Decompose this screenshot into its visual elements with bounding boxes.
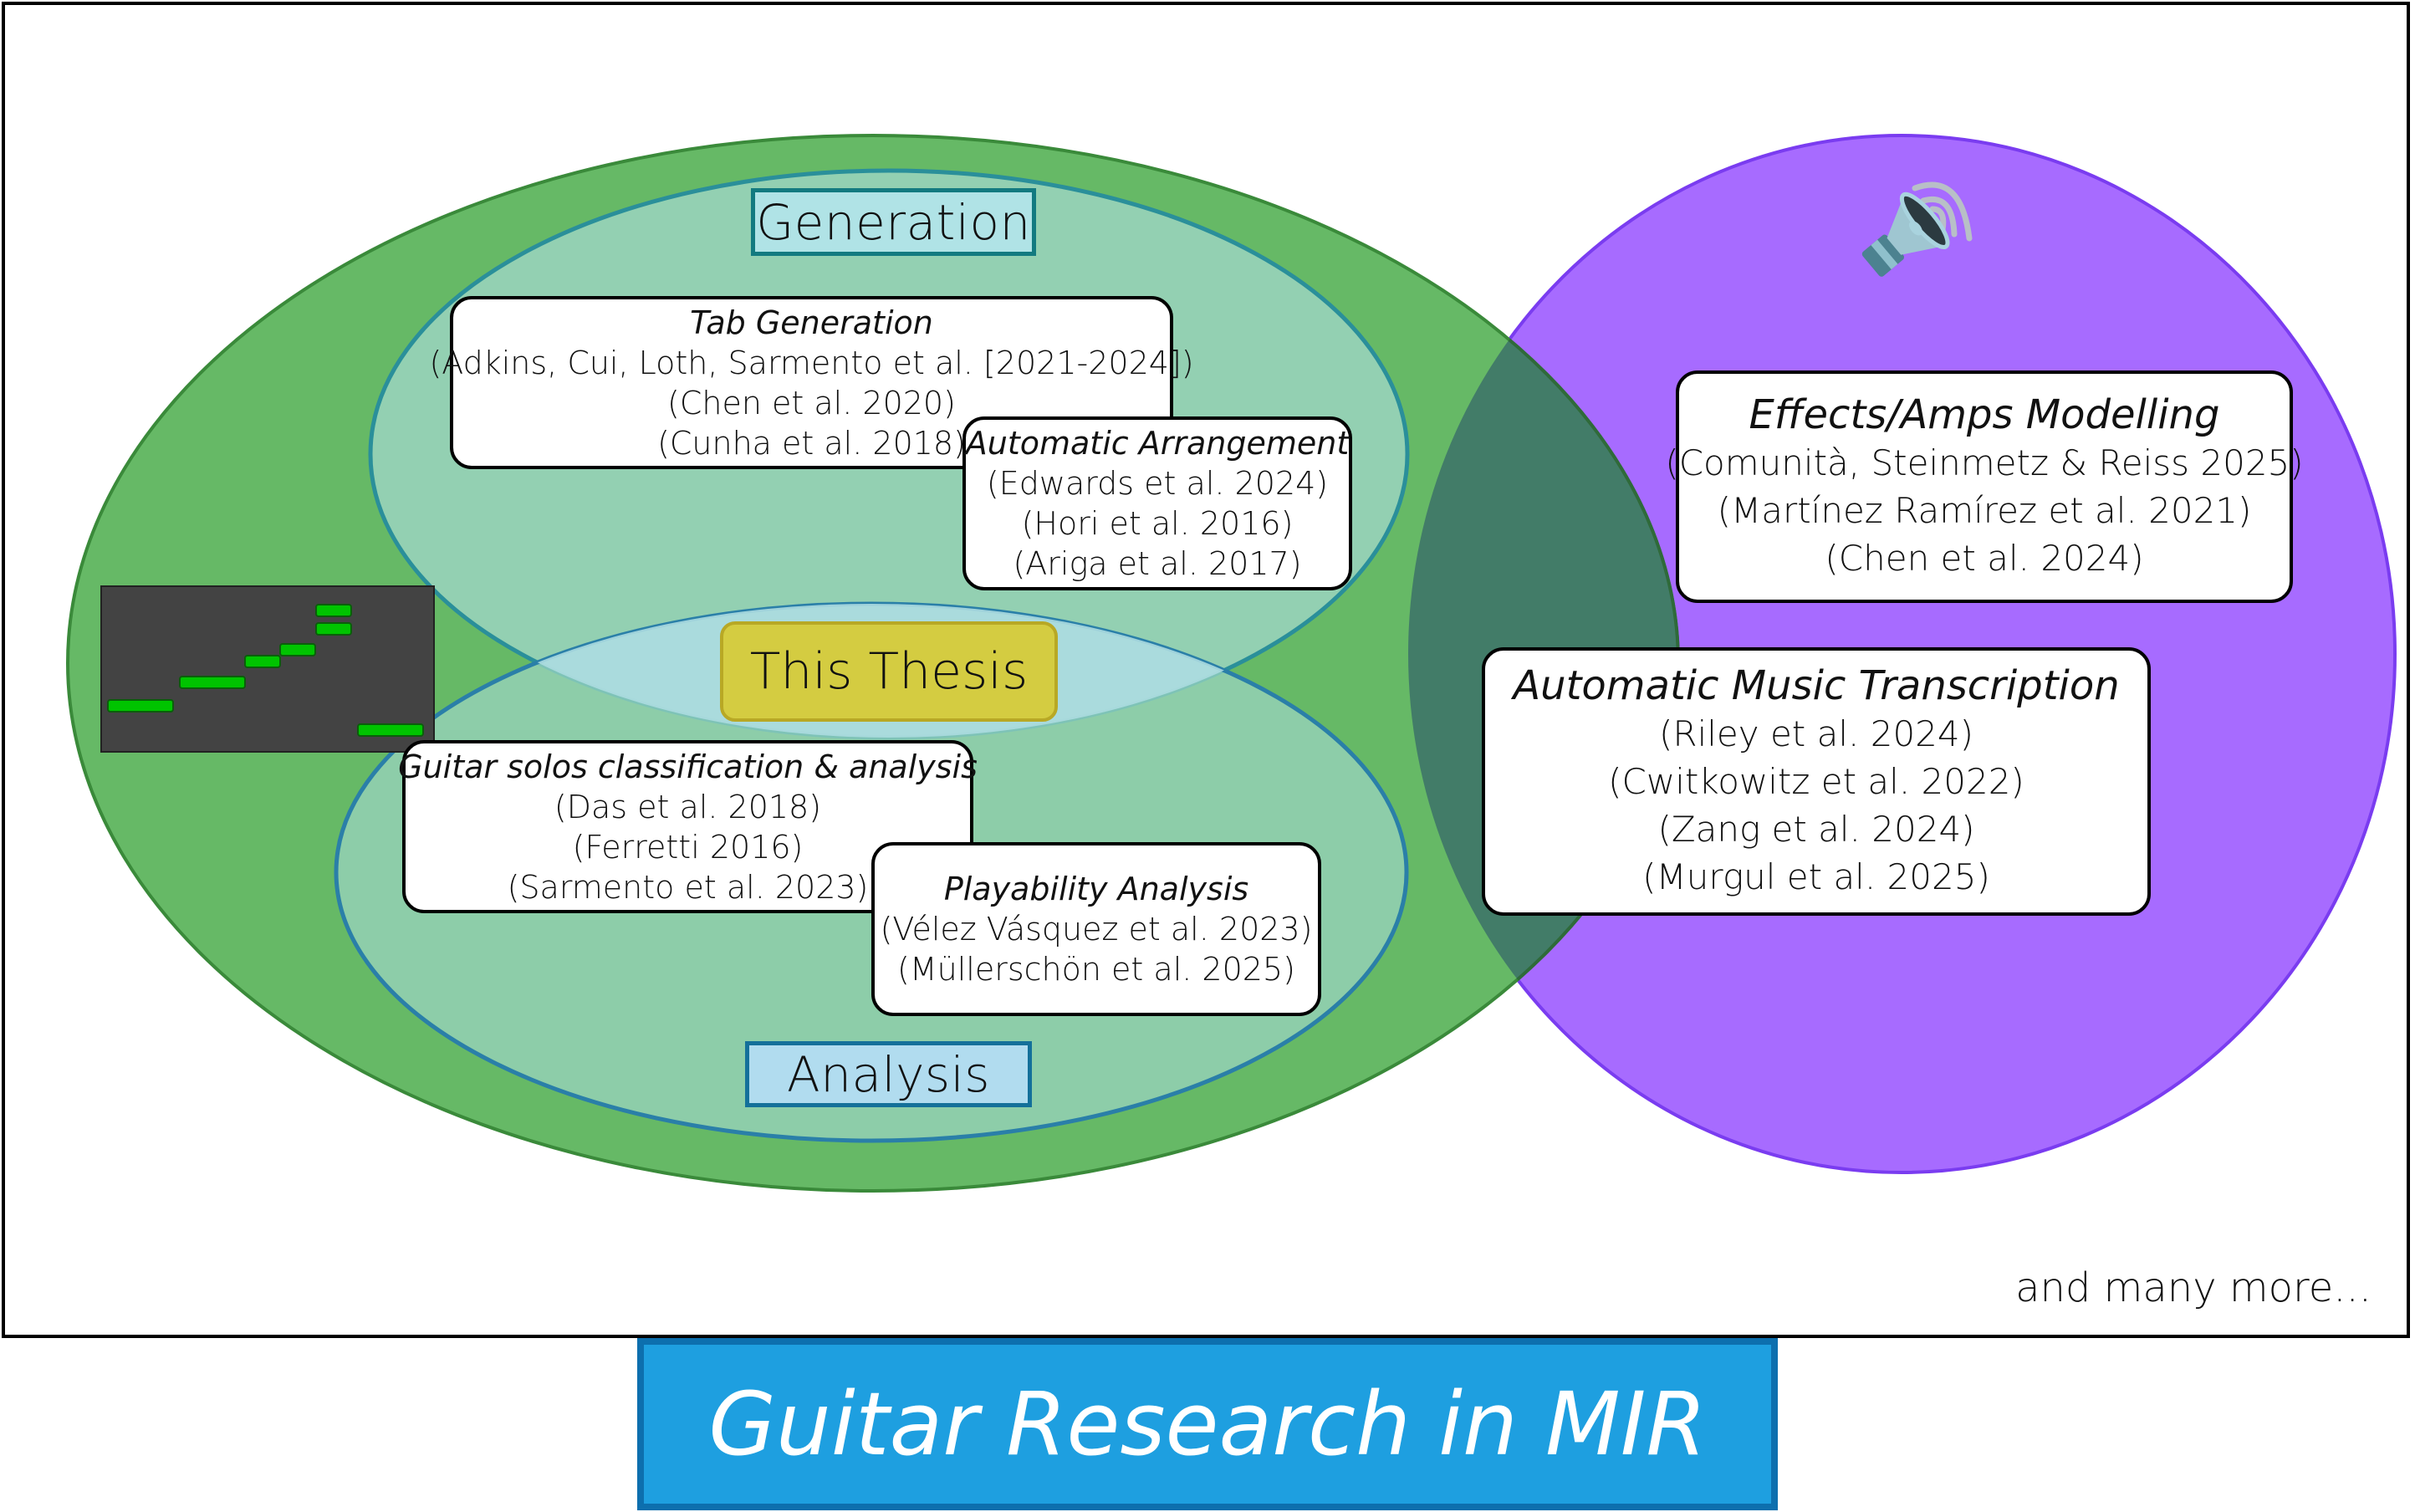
card-title: Automatic Arrangement	[965, 425, 1350, 462]
speaker-icon	[1844, 163, 1978, 280]
card-ref: (Müllerschön et al. 2025)	[897, 951, 1295, 988]
card-ref: (Ferretti 2016)	[572, 828, 804, 866]
piano-roll-note	[244, 655, 281, 668]
card-ref: (Cunha et al. 2018)	[657, 424, 966, 462]
title-banner-text: Guitar Research in MIR	[708, 1373, 1707, 1475]
playability-analysis-card: Playability Analysis (Vélez Vásquez et a…	[871, 842, 1321, 1016]
card-ref: (Martínez Ramírez et al. 2021)	[1717, 490, 2252, 531]
effects-amps-card: Effects/Amps Modelling (Comunità, Steinm…	[1665, 370, 2304, 603]
analysis-label: Analysis	[745, 1041, 1032, 1107]
title-banner: Guitar Research in MIR	[637, 1338, 1778, 1510]
card-title: Effects/Amps Modelling	[1749, 391, 2220, 438]
this-thesis-badge: This Thesis	[720, 621, 1058, 722]
card-ref: (Comunità, Steinmetz & Reiss 2025)	[1665, 442, 2304, 483]
card-ref: (Murgul et al. 2025)	[1642, 856, 1990, 897]
card-ref: (Chen et al. 2024)	[1825, 538, 2144, 579]
this-thesis-label: This Thesis	[749, 642, 1029, 701]
piano-roll-note	[357, 723, 424, 737]
automatic-arrangement-card: Automatic Arrangement (Edwards et al. 20…	[962, 416, 1352, 590]
card-title: Automatic Music Transcription	[1513, 662, 2120, 709]
card-ref: (Das et al. 2018)	[554, 788, 822, 825]
card-ref: (Edwards et al. 2024)	[986, 465, 1329, 502]
piano-roll-note	[279, 643, 316, 656]
card-title: Tab Generation	[690, 304, 933, 341]
card-ref: (Hori et al. 2016)	[1021, 505, 1294, 542]
card-title: Playability Analysis	[943, 871, 1249, 907]
piano-roll-note	[315, 622, 352, 636]
card-ref: (Ariga et al. 2017)	[1013, 545, 1302, 582]
piano-roll-note	[179, 676, 246, 689]
piano-roll-note	[315, 604, 352, 617]
analysis-label-text: Analysis	[787, 1045, 990, 1103]
generation-label: Generation	[751, 188, 1036, 256]
piano-roll-icon	[100, 585, 435, 753]
card-ref: (Vélez Vásquez et al. 2023)	[880, 911, 1313, 948]
amt-card: Automatic Music Transcription (Riley et …	[1482, 647, 2151, 916]
card-title: Guitar solos classification & analysis	[398, 748, 978, 785]
card-ref: (Chen et al. 2020)	[667, 384, 956, 421]
card-ref: (Riley et al. 2024)	[1659, 713, 1973, 754]
piano-roll-note	[107, 699, 174, 713]
card-ref: (Sarmento et al. 2023)	[507, 868, 869, 906]
card-ref: (Zang et al. 2024)	[1657, 809, 1975, 850]
and-many-more-note: and many more...	[2015, 1264, 2372, 1311]
generation-label-text: Generation	[756, 193, 1031, 251]
card-ref: (Cwitkowitz et al. 2022)	[1608, 761, 2024, 802]
card-ref: (Adkins, Cui, Loth, Sarmento et al. [202…	[429, 344, 1194, 381]
